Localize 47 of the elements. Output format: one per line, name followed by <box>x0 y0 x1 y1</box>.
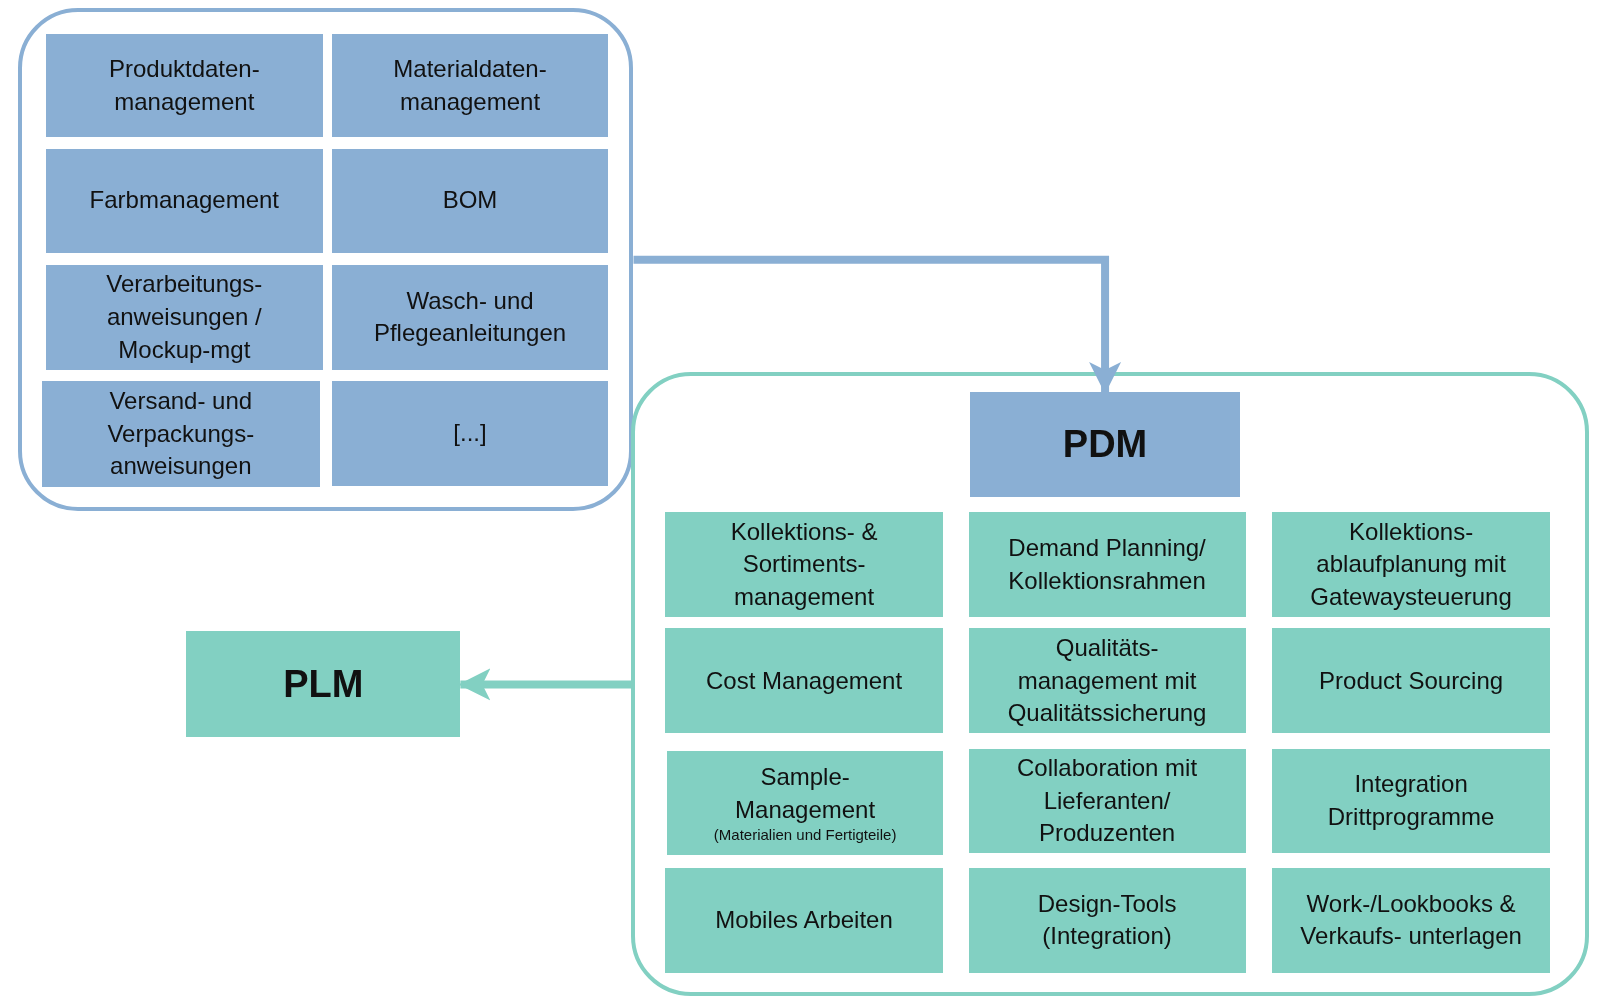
module-box <box>1272 748 1551 854</box>
box-label: PDM <box>1062 421 1148 467</box>
module-box <box>41 380 320 487</box>
module-box <box>665 512 944 618</box>
box-note: (Materialien und Fertigteile) <box>713 826 897 845</box>
box-label: BOM <box>442 185 498 216</box>
module-box <box>332 264 608 370</box>
module-box <box>1272 512 1551 618</box>
box-label: Demand Planning/ Kollektionsrahmen <box>1007 533 1207 596</box>
module-box <box>45 33 323 138</box>
box-label: PLM <box>283 661 364 707</box>
module-box <box>665 867 944 973</box>
box-label: Wasch- und Pflegeanleitungen <box>372 285 568 349</box>
box-label: Materialdaten- management <box>392 53 548 117</box>
module-box <box>667 750 944 855</box>
box-label: Collaboration mit Lieferanten/ Produzenten <box>1016 753 1199 849</box>
box-label: Product Sourcing <box>1319 665 1504 696</box>
module-box <box>332 380 608 486</box>
box-label: Produktdaten- management <box>107 53 261 117</box>
module-box <box>665 628 944 734</box>
box-label: Kollektions- & Sortiments- management <box>729 516 879 613</box>
module-box <box>45 148 323 253</box>
module-box <box>186 631 461 738</box>
module-box <box>1272 867 1551 973</box>
module-box <box>332 33 608 138</box>
box-label: Versand- und Verpackungs- anweisungen <box>106 385 256 482</box>
module-box <box>45 264 323 370</box>
module-box <box>968 867 1246 973</box>
box-label: Cost Management <box>706 665 903 696</box>
box-label: [...] <box>453 418 487 449</box>
box-label: Farbmanagement <box>89 185 280 216</box>
box-label: Qualitäts- management mit Qualitätssicherung <box>1006 632 1208 729</box>
module-box <box>332 148 608 253</box>
box-label: Mobiles Arbeiten <box>715 904 893 935</box>
group-frame <box>631 371 1589 997</box>
module-box <box>969 392 1241 497</box>
group-frame <box>18 8 634 512</box>
box-label: Design-Tools (Integration) <box>1036 888 1178 952</box>
box-label: Verarbeitungs- anweisungen / Mockup-mgt <box>105 269 264 365</box>
box-label: Integration Drittprogramme <box>1326 769 1496 832</box>
box-label: Work-/Lookbooks & Verkaufs- unterlagen <box>1299 888 1523 952</box>
module-box <box>1272 628 1551 734</box>
module-box <box>968 628 1246 734</box>
box-label: Kollektions- ablaufplanung mit Gatewaysteuerung <box>1309 516 1513 613</box>
box-label: Sample- Management <box>734 761 877 825</box>
module-box <box>968 748 1246 854</box>
module-box <box>968 512 1246 618</box>
